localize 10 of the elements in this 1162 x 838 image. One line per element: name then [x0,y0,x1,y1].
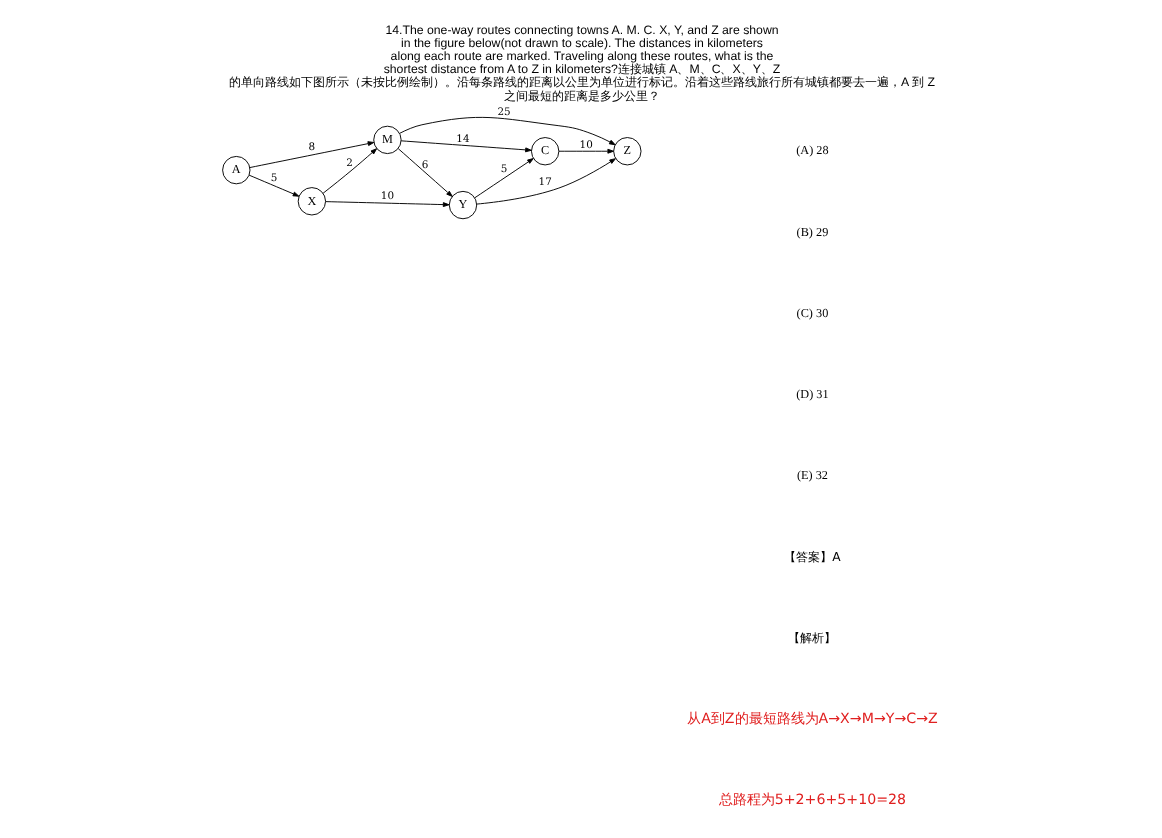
arrow [324,201,449,208]
arrow [398,116,615,146]
arrow [557,148,613,154]
arrow [475,158,615,205]
arrow [396,148,452,197]
arrow [321,148,377,194]
arrow [473,158,533,199]
arrow [247,174,299,197]
arrow [248,141,374,168]
arrow [399,140,531,153]
